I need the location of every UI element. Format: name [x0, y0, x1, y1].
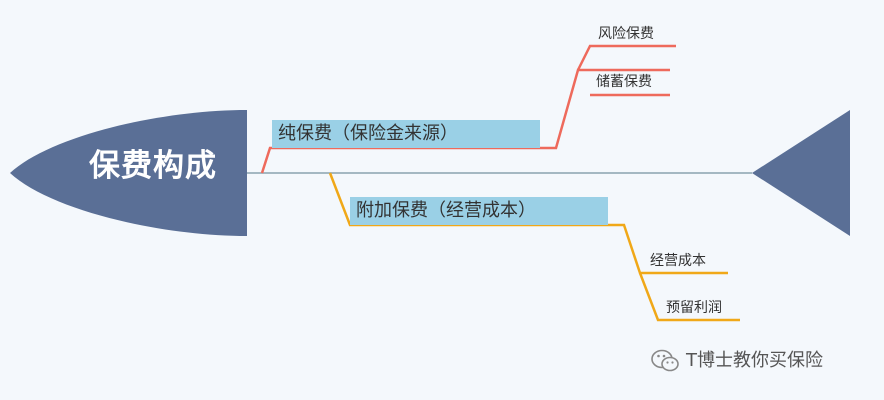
branch-2-child-2-line	[638, 272, 740, 322]
head-label: 保费构成	[89, 148, 217, 184]
branch-1-child-1: 风险保费	[598, 26, 654, 42]
branch-1-box: 纯保费（保险金来源）	[272, 120, 540, 148]
branch-1-child-1-line	[576, 44, 676, 71]
wechat-icon	[651, 349, 679, 372]
branch-2-box: 附加保费（经营成本）	[350, 197, 608, 225]
branch-2-child-2: 预留利润	[666, 300, 722, 316]
branch-2-connector	[328, 172, 728, 275]
branch-1-label: 纯保费（保险金来源）	[278, 123, 458, 144]
watermark-text: T博士教你买保险	[686, 350, 823, 371]
branch-2-child-1: 经营成本	[650, 253, 706, 269]
branch-2-label: 附加保费（经营成本）	[356, 200, 536, 221]
branch-1-connector	[260, 68, 670, 174]
watermark: T博士教你买保险	[650, 348, 823, 374]
branch-1-child-2: 储蓄保费	[596, 74, 652, 90]
fish-head	[10, 110, 247, 236]
fish-tail	[752, 110, 850, 236]
